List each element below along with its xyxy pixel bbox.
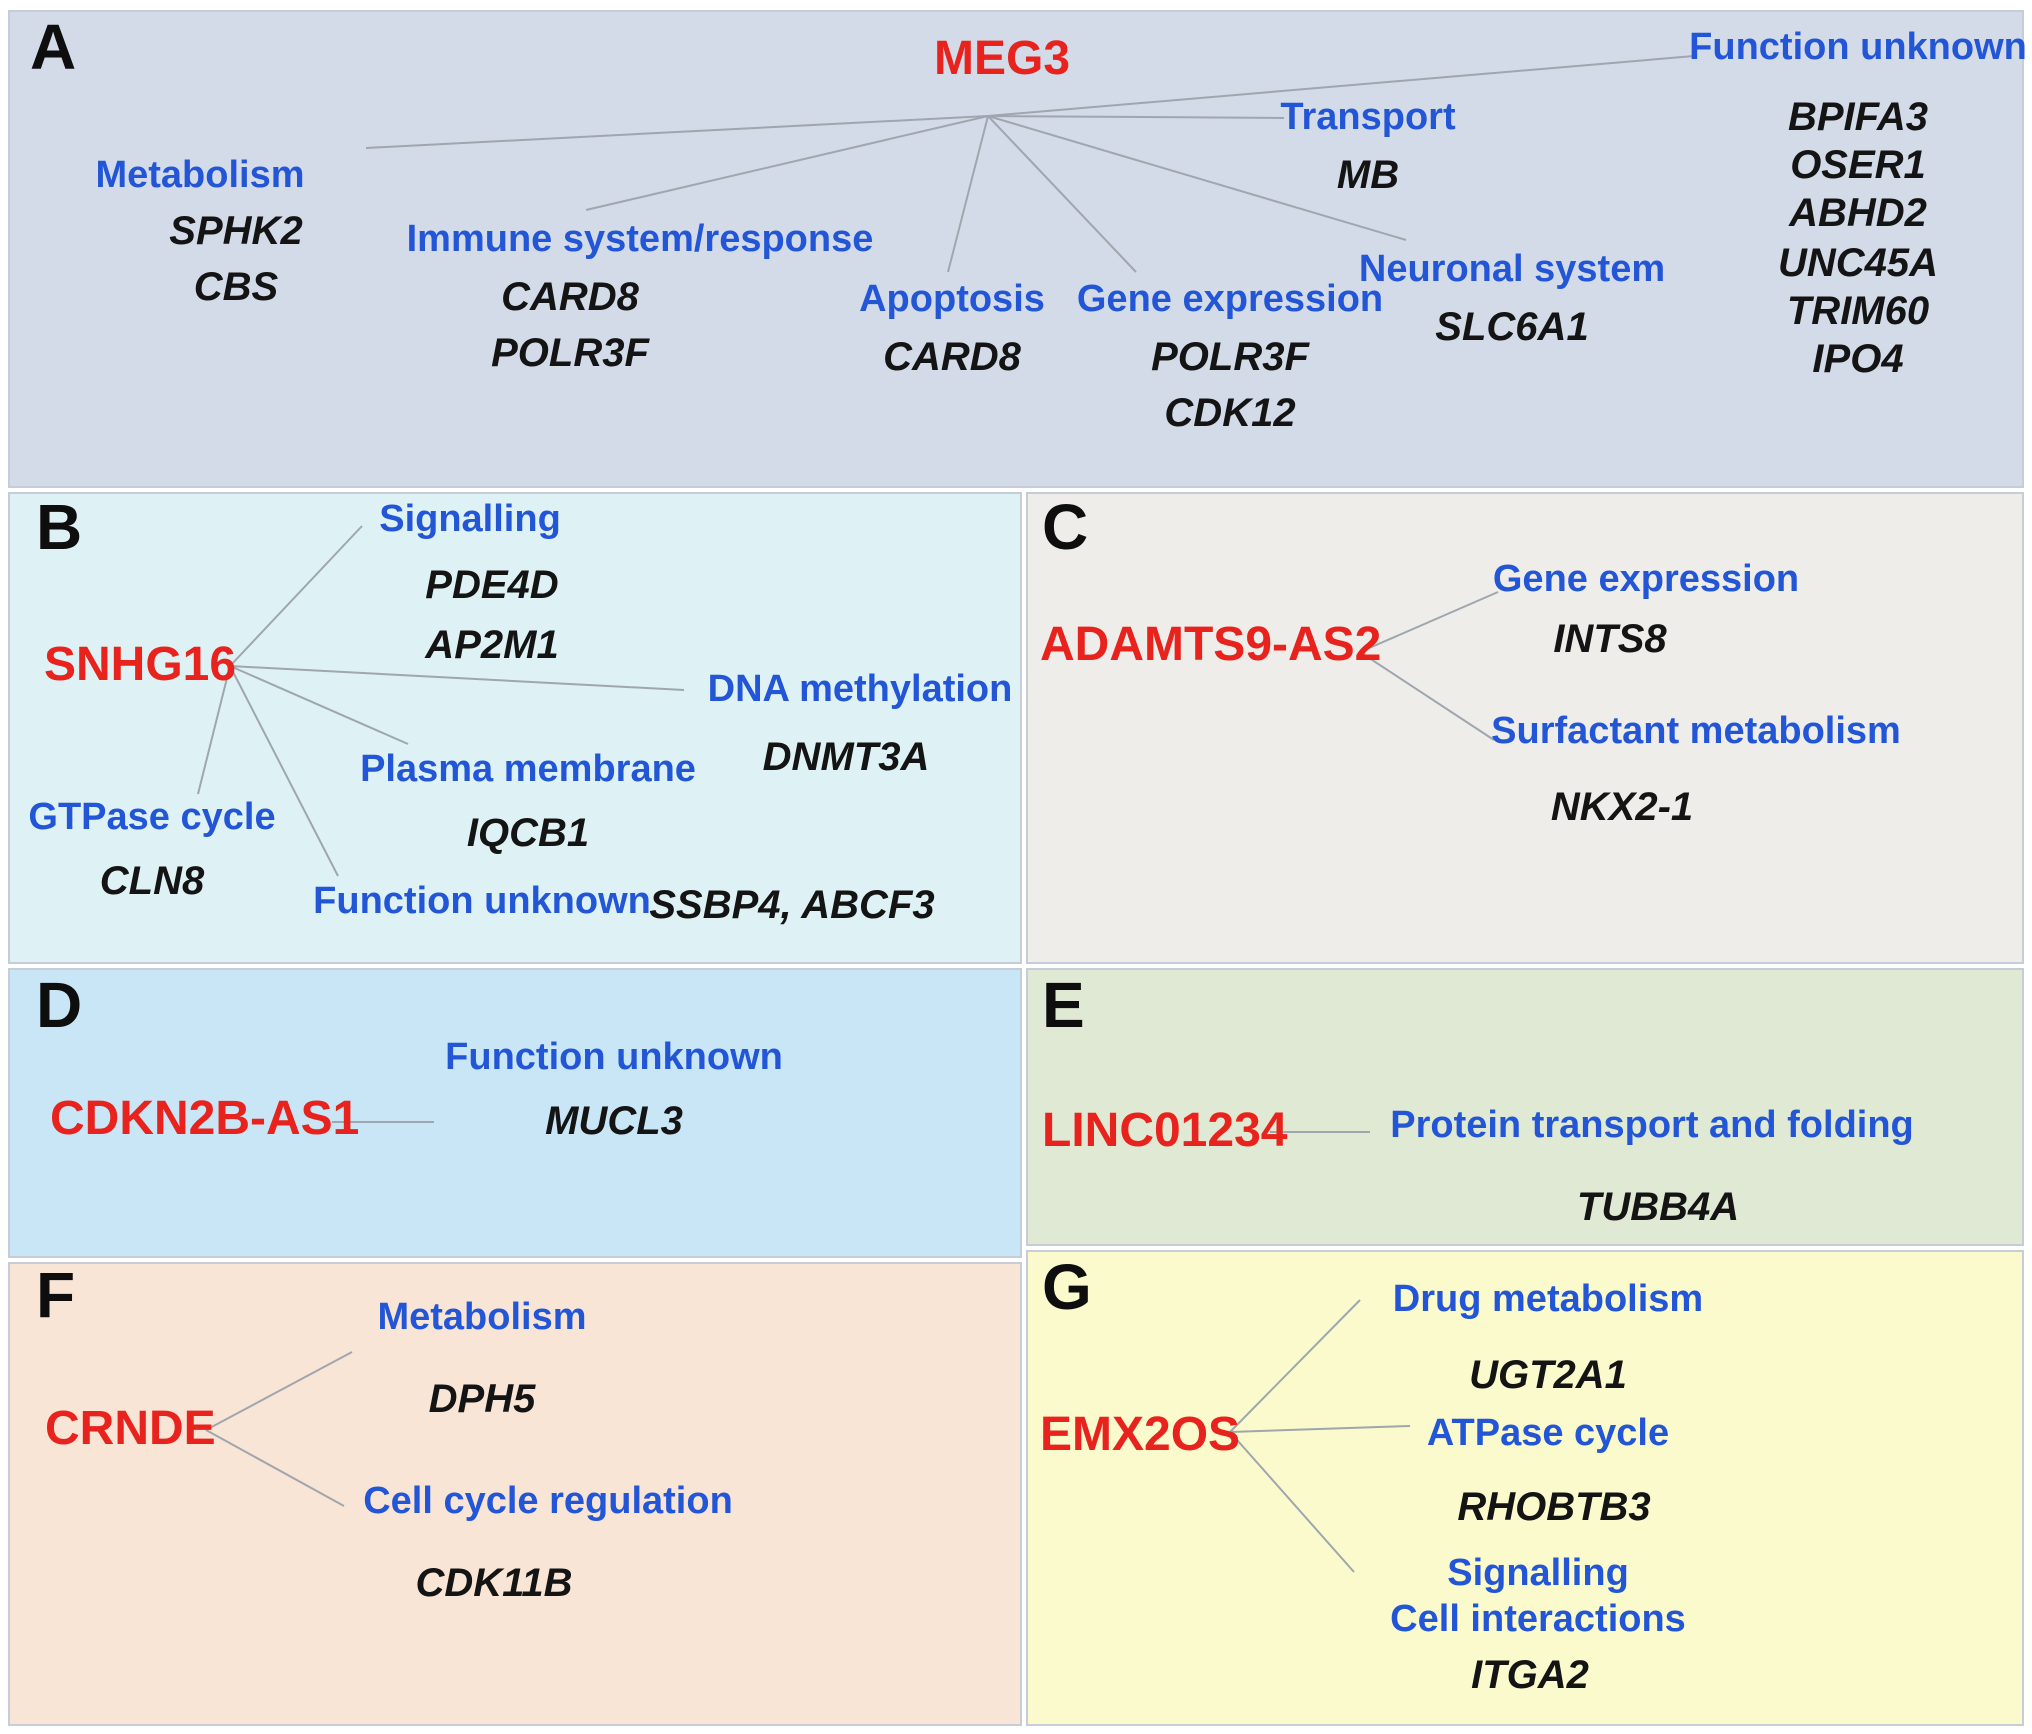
gene-label: BPIFA3	[1787, 95, 1929, 139]
connector-line	[229, 525, 363, 667]
gene-label: CARD8	[501, 275, 639, 319]
gene-label: SPHK2	[169, 209, 303, 253]
panel-letter: E	[1042, 969, 1085, 1041]
category-label: Apoptosis	[859, 278, 1045, 320]
connector-line	[1359, 591, 1499, 653]
gene-label: UNC45A	[1777, 241, 1939, 285]
gene-label: SLC6A1	[1435, 305, 1589, 349]
gene-label: OSER1	[1790, 143, 1926, 187]
hub-label: EMX2OS	[1040, 1408, 1241, 1461]
gene-label: INTS8	[1553, 617, 1667, 661]
connector-line	[987, 115, 1407, 241]
panel-letter: C	[1042, 491, 1089, 563]
category-label: Metabolism	[95, 154, 305, 196]
category-label: Function unknown	[313, 880, 651, 922]
connector-line	[987, 115, 1137, 273]
connector-line	[987, 115, 1285, 119]
category-label: Signalling	[1447, 1552, 1629, 1594]
panel-b	[8, 492, 1022, 964]
gene-label: ITGA2	[1471, 1653, 1589, 1697]
panel-letter: F	[36, 1259, 76, 1331]
gene-label: DPH5	[428, 1377, 536, 1421]
panel-f	[8, 1262, 1022, 1726]
connector-line	[365, 115, 989, 149]
panel-a	[8, 10, 2024, 488]
category-label: Immune system/response	[406, 218, 874, 260]
gene-label: POLR3F	[1151, 335, 1309, 379]
gene-label: IQCB1	[466, 811, 590, 855]
gene-label: CBS	[193, 265, 279, 309]
gene-label: POLR3F	[491, 331, 649, 375]
gene-label: CDK11B	[415, 1561, 573, 1605]
connector-line	[229, 665, 409, 745]
connector-line	[205, 1429, 345, 1507]
gene-label: ABHD2	[1789, 191, 1927, 235]
panel-letter: G	[1042, 1251, 1092, 1323]
panel-letter: A	[30, 11, 77, 83]
hub-label: CDKN2B-AS1	[50, 1092, 360, 1145]
hub-label: CRNDE	[45, 1402, 216, 1455]
connector-line	[987, 55, 1695, 117]
category-label: Function unknown	[445, 1036, 783, 1078]
gene-label: DNMT3A	[762, 735, 930, 779]
category-label: Drug metabolism	[1392, 1278, 1704, 1320]
category-label: Metabolism	[377, 1296, 587, 1338]
connector-line	[585, 115, 989, 211]
connector-line	[1359, 651, 1495, 741]
hub-label: MEG3	[933, 32, 1071, 85]
category-label: Cell cycle regulation	[363, 1480, 733, 1522]
category-label: DNA methylation	[707, 668, 1013, 710]
category-label: Protein transport and folding	[1390, 1104, 1914, 1146]
gene-label: PDE4D	[425, 563, 559, 607]
panel-d	[8, 968, 1022, 1258]
category-label: Function unknown	[1689, 26, 2027, 68]
connector-line	[197, 665, 231, 795]
connector-line	[1229, 1431, 1355, 1573]
gene-label: MB	[1336, 153, 1400, 197]
category-label: Gene expression	[1076, 278, 1384, 320]
category-label: Surfactant metabolism	[1491, 710, 1901, 752]
gene-label: CARD8	[883, 335, 1021, 379]
gene-label: UGT2A1	[1469, 1353, 1627, 1397]
panel-g	[1026, 1250, 2024, 1726]
gene-label: TRIM60	[1786, 289, 1930, 333]
category-label: Plasma membrane	[360, 748, 696, 790]
connector-line	[229, 665, 339, 877]
gene-label: MUCL3	[545, 1099, 683, 1143]
gene-label: AP2M1	[425, 623, 559, 667]
category-label: ATPase cycle	[1426, 1412, 1670, 1454]
panel-letter: D	[36, 969, 83, 1041]
connector-line	[205, 1351, 353, 1431]
gene-label: IPO4	[1812, 337, 1904, 381]
connector-line	[229, 665, 685, 691]
gene-label: RHOBTB3	[1457, 1485, 1651, 1529]
gene-label: CLN8	[99, 859, 205, 903]
category-label: Gene expression	[1492, 558, 1800, 600]
connector-line	[1229, 1425, 1411, 1433]
gene-label: TUBB4A	[1576, 1185, 1740, 1229]
panel-letter: B	[36, 491, 83, 563]
category-label: Neuronal system	[1358, 248, 1666, 290]
connector-line	[947, 115, 989, 273]
category-label: Signalling	[379, 498, 561, 540]
connector-line	[1229, 1299, 1361, 1433]
gene-label: NKX2-1	[1550, 785, 1694, 829]
panel-c	[1026, 492, 2024, 964]
gene-label: SSBP4, ABCF3	[649, 883, 935, 927]
category-label: Transport	[1280, 96, 1456, 138]
hub-label: SNHG16	[44, 638, 237, 691]
gene-label: CDK12	[1164, 391, 1296, 435]
hub-label: ADAMTS9-AS2	[1040, 618, 1382, 671]
category-label: GTPase cycle	[28, 796, 276, 838]
panel-e	[1026, 968, 2024, 1246]
hub-label: LINC01234	[1042, 1104, 1288, 1157]
category-label: Cell interactions	[1390, 1598, 1686, 1640]
